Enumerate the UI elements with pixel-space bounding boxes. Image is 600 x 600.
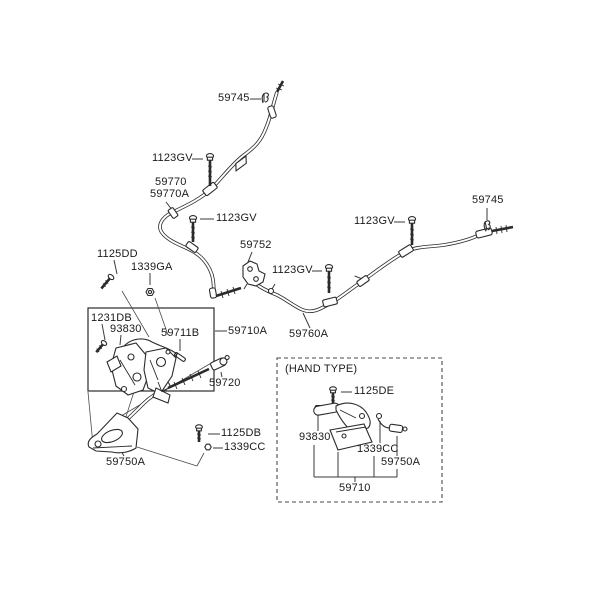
label-93830-hand: 93830 bbox=[299, 431, 331, 443]
label-1125de: 1125DE bbox=[354, 385, 395, 397]
label-93830-main: 93830 bbox=[110, 323, 142, 335]
bolt-1125db bbox=[195, 424, 203, 442]
rear-cable-rh bbox=[254, 224, 514, 314]
label-1125dd: 1125DD bbox=[97, 248, 138, 260]
hand-lever-assembly bbox=[313, 402, 408, 451]
label-59745-right: 59745 bbox=[472, 194, 504, 206]
label-59710-hand: 59710 bbox=[339, 482, 371, 494]
pedal-assembly-box bbox=[87, 307, 215, 392]
label-59770: 59770 bbox=[155, 176, 187, 188]
adjuster-clevis bbox=[210, 354, 230, 371]
bolt-1125de bbox=[329, 386, 337, 404]
label-1123gv-a: 1123GV bbox=[152, 152, 193, 164]
label-59760a: 59760A bbox=[289, 328, 329, 340]
label-59710a: 59710A bbox=[228, 325, 268, 337]
hand-type-box bbox=[276, 357, 443, 503]
label-59711b: 59711B bbox=[161, 327, 200, 339]
cable-stud bbox=[267, 287, 275, 295]
label-59750a-hand: 59750A bbox=[381, 456, 421, 468]
nut-1339cc-main bbox=[204, 443, 212, 451]
label-1123gv-b: 1123GV bbox=[216, 212, 257, 224]
label-1339cc-hand: 1339CC bbox=[357, 443, 399, 455]
bolt-1123gv-b bbox=[188, 215, 198, 242]
leader-lines bbox=[101, 98, 488, 457]
label-1339ga: 1339GA bbox=[131, 261, 173, 273]
label-1123gv-d: 1123GV bbox=[354, 215, 395, 227]
cable-clamps bbox=[167, 92, 491, 308]
nut-1339ga bbox=[145, 287, 155, 297]
label-59720: 59720 bbox=[209, 377, 241, 389]
label-1125db: 1125DB bbox=[221, 427, 262, 439]
label-59750a-main: 59750A bbox=[106, 456, 146, 468]
label-1123gv-c: 1123GV bbox=[272, 264, 313, 276]
label-59752: 59752 bbox=[240, 239, 272, 251]
equalizer-59752 bbox=[242, 260, 266, 290]
label-hand-type: (HAND TYPE) bbox=[285, 363, 358, 375]
label-1339cc-main: 1339CC bbox=[224, 441, 266, 453]
clip-59745-top bbox=[261, 92, 269, 104]
clip-59745-right bbox=[483, 220, 491, 232]
label-1231db: 1231DB bbox=[91, 312, 132, 324]
bolt-1123gv-d bbox=[407, 216, 417, 245]
label-59745-top: 59745 bbox=[218, 92, 250, 104]
floor-bracket-59750a bbox=[87, 412, 139, 454]
pedal-assembly bbox=[106, 338, 177, 404]
label-59770a: 59770A bbox=[150, 188, 190, 200]
bolt-1123gv-a bbox=[205, 153, 215, 186]
cable-tab-bracket bbox=[235, 154, 247, 172]
hand-box-label-bracket bbox=[313, 445, 398, 482]
bolt-1231db bbox=[95, 339, 108, 354]
stud-bracket bbox=[354, 275, 370, 287]
bolt-1125dd bbox=[100, 273, 115, 290]
bolt-1123gv-c bbox=[324, 264, 334, 293]
nut-1339cc-hand bbox=[375, 412, 383, 420]
